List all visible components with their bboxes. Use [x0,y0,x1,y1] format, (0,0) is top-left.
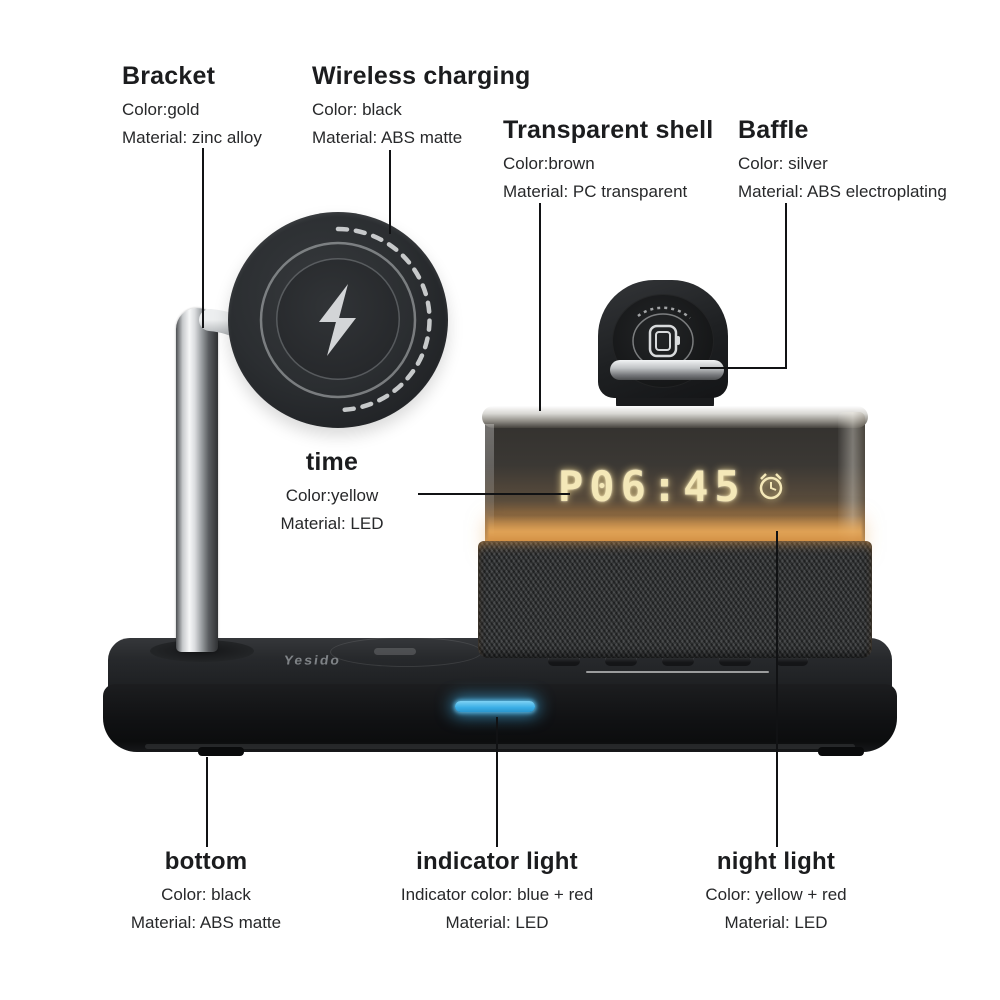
led-time-text: P06:45 [558,461,746,511]
callout-title: Transparent shell [503,116,714,144]
lightning-bolt-icon [319,284,356,356]
callout-line-text: Material: PC transparent [503,182,688,201]
callout-title: night light [716,848,836,875]
callout-line-text: Color:yellow [285,486,379,505]
callout-title: Wireless charging [312,62,531,90]
callout-line-bracket [202,148,204,328]
callout-line-wireless-charging [389,150,391,234]
led-time-display: P06:45 [558,461,808,511]
callout-line-text: Material: LED [280,514,384,533]
callout-line-text: Material: LED [445,913,549,932]
callout-line-text: Color: yellow + red [705,885,847,904]
button-row-highlight [586,671,769,673]
callout-line-text: Color:gold [122,100,200,119]
brand-logo: Yesido [282,652,343,668]
callout-title: indicator light [416,848,578,875]
callout-line-text: Material: ABS matte [130,913,282,932]
callout-line-transparent-shell [539,203,541,411]
device-button [548,655,580,666]
callout-line-bottom [206,757,208,847]
callout-line-baffle-horizontal [700,367,787,369]
base-front-face [103,684,897,752]
callout-time: time Color:yellow Material: LED [247,448,417,542]
base-foot-left [198,747,244,756]
alarm-clock-icon [759,473,782,500]
callout-night-light: night light Color: yellow + red Material… [661,848,891,941]
callout-wireless-charging: Wireless charging Color: black Material:… [312,62,531,156]
callout-line-text: Material: ABS matte [312,128,463,147]
callout-line-text: Indicator color: blue + red [400,885,594,904]
fabric-speaker-cover [478,541,872,658]
callout-title: Baffle [738,116,809,144]
callout-line-night-light [776,531,778,847]
callout-indicator-light: indicator light Indicator color: blue + … [377,848,617,941]
callout-title: bottom [164,848,248,875]
control-buttons [548,655,814,671]
device-button [776,655,808,666]
callout-title: time [305,448,359,476]
callout-line-time [418,493,570,495]
indicator-led [455,701,535,712]
callout-title: Bracket [122,62,216,90]
bracket-pole [176,308,218,652]
baffle-hinge [610,360,724,380]
callout-transparent-shell: Transparent shell Color:brown Material: … [503,116,713,210]
callout-bracket: Bracket Color:gold Material: zinc alloy [122,62,262,156]
device-button [662,655,694,666]
night-light-glow [488,514,862,546]
shell-left-highlight [485,424,494,542]
callout-line-text: Material: LED [724,913,828,932]
callout-line-text: Color: black [161,885,251,904]
callout-line-text: Color: black [312,100,402,119]
base-bottom-trim [145,744,855,749]
transparent-shell-rim [482,406,868,428]
device-button [605,655,637,666]
callout-line-text: Material: ABS electroplating [738,182,947,201]
callout-line-baffle-vertical [785,203,787,369]
charging-pad-rings [259,226,432,413]
engraving-mark [374,648,416,655]
callout-baffle: Baffle Color: silver Material: ABS elect… [738,116,947,210]
callout-line-indicator-light [496,717,498,847]
callout-line-text: Color:brown [503,154,595,173]
callout-line-text: Color: silver [738,154,828,173]
callout-bottom: bottom Color: black Material: ABS matte [101,848,311,941]
callout-line-text: Material: zinc alloy [122,128,262,147]
base-foot-right [818,747,864,756]
device-button [719,655,751,666]
